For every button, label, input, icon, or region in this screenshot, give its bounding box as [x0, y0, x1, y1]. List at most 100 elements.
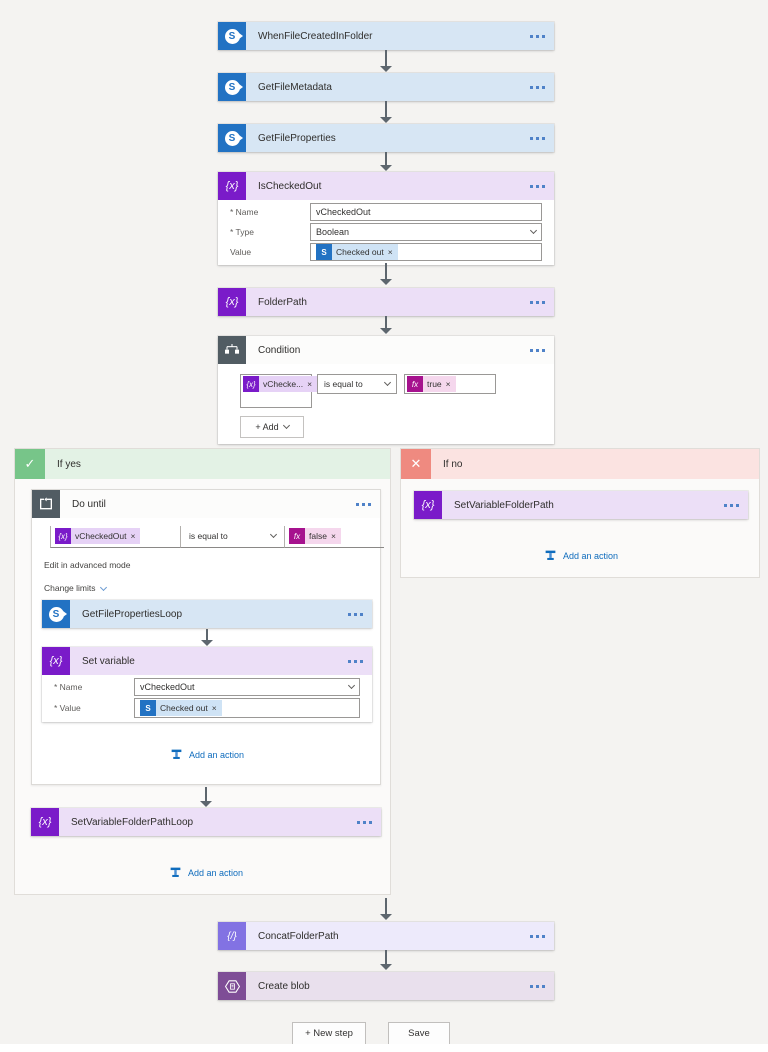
sharepoint-icon: S [218, 124, 246, 152]
chevron-down-icon [269, 530, 278, 539]
do-until-scope: Do until {x} vCheckedOut × is equal to [31, 489, 384, 785]
cross-icon: ✕ [401, 449, 431, 479]
add-action-label: Add an action [562, 550, 619, 561]
action-title: IsCheckedOut [258, 180, 322, 192]
compose-icon: {/} [218, 922, 246, 950]
close-icon[interactable]: × [211, 703, 217, 713]
connector-arrow [378, 101, 394, 123]
sharepoint-logo: S [48, 606, 64, 622]
connector-arrow [378, 152, 394, 171]
action-card-is-checked-out[interactable]: {x} IsCheckedOut * Name vCheckedOut * Ty… [218, 172, 554, 265]
more-menu-icon[interactable] [338, 600, 372, 628]
action-card-condition[interactable]: Condition {x} vChecke... × is equal to f… [218, 336, 554, 444]
variable-type-value: Boolean [316, 227, 350, 237]
set-variable-name-select[interactable]: vCheckedOut [134, 678, 360, 696]
action-title: GetFileMetadata [258, 81, 332, 93]
action-card-get-file-properties-loop[interactable]: S GetFilePropertiesLoop [42, 600, 372, 628]
add-an-action-button[interactable]: Add an action [401, 549, 761, 562]
dynamic-content-token[interactable]: S Checked out × [316, 244, 398, 260]
variable-name-input[interactable]: vCheckedOut [310, 203, 542, 221]
action-card-set-variable-folder-path-loop[interactable]: {x} SetVariableFolderPathLoop [31, 808, 381, 836]
new-step-button[interactable]: + New step [292, 1022, 366, 1045]
close-icon[interactable]: × [387, 247, 393, 257]
connector-arrow [378, 950, 394, 970]
condition-add-button[interactable]: + Add [240, 416, 304, 438]
edit-advanced-mode-link[interactable]: Edit in advanced mode [44, 560, 131, 570]
more-menu-icon[interactable] [520, 22, 554, 50]
variable-icon: {x} [243, 376, 259, 392]
add-action-label: Add an action [187, 867, 244, 878]
variable-type-select[interactable]: Boolean [310, 223, 542, 241]
variable-icon: {x} [55, 528, 71, 544]
more-menu-icon[interactable] [714, 491, 748, 519]
dynamic-content-token[interactable]: S Checked out × [140, 700, 222, 716]
add-action-icon [545, 550, 556, 560]
action-card-concat-folder-path[interactable]: {/} ConcatFolderPath [218, 922, 554, 950]
action-card-get-file-properties[interactable]: S GetFileProperties [218, 124, 554, 152]
save-button[interactable]: Save [388, 1022, 450, 1045]
if-no-label: If no [431, 449, 759, 479]
close-icon[interactable]: × [130, 531, 136, 541]
add-an-action-button[interactable]: Add an action [31, 866, 381, 879]
if-no-header[interactable]: ✕ If no [401, 449, 759, 479]
chevron-down-icon [282, 421, 290, 430]
action-card-when-file-created-in-folder[interactable]: S WhenFileCreatedInFolder [218, 22, 554, 50]
do-until-header[interactable]: Do until [32, 490, 380, 518]
action-title: SetVariableFolderPathLoop [71, 816, 194, 828]
condition-icon [218, 336, 246, 364]
action-card-set-variable-folder-path[interactable]: {x} SetVariableFolderPath [414, 491, 748, 519]
condition-left-operand-box[interactable]: {x} vChecke... × [240, 374, 318, 408]
fx-expression-icon: fx [289, 528, 305, 544]
more-menu-icon[interactable] [520, 73, 554, 101]
action-title: GetFilePropertiesLoop [82, 608, 183, 620]
sharepoint-logo: S [224, 130, 240, 146]
add-an-action-button[interactable]: Add an action [32, 748, 382, 761]
action-title: Condition [258, 344, 301, 356]
action-title: Do until [72, 498, 106, 510]
set-variable-value-input[interactable]: S Checked out × [134, 698, 360, 718]
variable-value-input[interactable]: S Checked out × [310, 243, 542, 261]
more-menu-icon[interactable] [520, 972, 554, 1000]
expression-token[interactable]: fx false × [289, 528, 341, 544]
connector-arrow [198, 787, 214, 807]
close-icon[interactable]: × [330, 531, 336, 541]
more-menu-icon[interactable] [520, 172, 554, 200]
more-menu-icon[interactable] [520, 288, 554, 316]
expression-token[interactable]: fx true × [407, 376, 456, 392]
more-menu-icon[interactable] [347, 808, 381, 836]
do-until-left-operand[interactable]: {x} vCheckedOut × [50, 526, 180, 548]
variable-name-value: vCheckedOut [140, 682, 195, 692]
chevron-down-icon [529, 226, 538, 235]
do-until-operator-select[interactable]: is equal to [180, 526, 284, 548]
action-card-get-file-metadata[interactable]: S GetFileMetadata [218, 73, 554, 101]
variable-token[interactable]: {x} vCheckedOut × [55, 528, 141, 544]
more-menu-icon[interactable] [520, 336, 554, 364]
close-icon[interactable]: × [307, 379, 313, 389]
variable-token[interactable]: {x} vChecke... × [243, 376, 318, 392]
action-card-folder-path[interactable]: {x} FolderPath [218, 288, 554, 316]
action-card-create-blob[interactable]: Create blob [218, 972, 554, 1000]
add-action-icon [170, 867, 181, 877]
more-menu-icon[interactable] [520, 922, 554, 950]
add-action-icon [171, 749, 182, 759]
action-card-set-variable[interactable]: {x} Set variable * Name vCheckedOut * Va… [42, 647, 372, 722]
condition-operator-select[interactable]: is equal to [317, 374, 397, 394]
do-until-right-operand[interactable]: fx false × [284, 526, 384, 548]
chevron-down-icon [383, 378, 392, 387]
more-menu-icon[interactable] [346, 490, 380, 518]
close-icon[interactable]: × [445, 379, 451, 389]
sharepoint-logo: S [224, 28, 240, 44]
if-yes-header[interactable]: ✓ If yes [15, 449, 390, 479]
name-field-label: * Name [54, 682, 83, 692]
action-title: ConcatFolderPath [258, 930, 339, 942]
canvas-edge [0, 1044, 768, 1052]
change-limits-link[interactable]: Change limits [44, 583, 107, 593]
action-title: FolderPath [258, 296, 307, 308]
more-menu-icon[interactable] [520, 124, 554, 152]
name-field-label: * Name [230, 207, 259, 217]
sharepoint-icon: S [316, 244, 332, 260]
condition-right-operand-box[interactable]: fx true × [404, 374, 496, 394]
more-menu-icon[interactable] [338, 647, 372, 675]
action-title: SetVariableFolderPath [454, 499, 554, 511]
token-label: true [427, 379, 442, 389]
